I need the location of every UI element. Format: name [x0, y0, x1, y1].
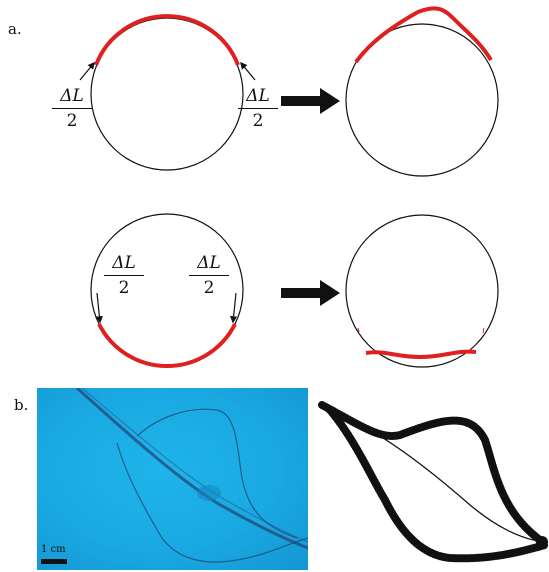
fraction-bar [189, 275, 229, 276]
delta-l-denominator: 2 [189, 280, 229, 297]
delta-l-denominator: 2 [238, 113, 278, 130]
big-arrow-bottom-shaft [281, 288, 321, 298]
big-arrow-bottom-head [320, 280, 340, 306]
fraction-bar [52, 108, 92, 109]
scale-bar [41, 559, 67, 564]
arrow-right-top [241, 63, 255, 80]
traced-curve-drawing [322, 405, 548, 558]
fraction-bar [104, 275, 144, 276]
big-arrow-top-head [320, 88, 340, 114]
circle-top-left [91, 18, 243, 170]
delta-l-half-label-bottom-left: ΔL 2 [104, 255, 144, 297]
big-arrow-top-shaft [281, 96, 321, 106]
arrow-left-top [80, 63, 94, 80]
scale-bar-label: 1 cm [41, 544, 66, 555]
arrow-right-bottom [233, 293, 236, 322]
circle-bottom-right [346, 215, 498, 367]
delta-l-half-label-bottom-right: ΔL 2 [189, 255, 229, 297]
delta-l-half-label-top-left: ΔL 2 [52, 88, 92, 130]
red-buckled-arc-top-right [356, 8, 491, 62]
arrow-left-bottom [97, 293, 100, 322]
red-arc-bottom-left [99, 324, 235, 366]
delta-l-numerator: ΔL [52, 88, 92, 105]
fraction-bar [238, 108, 278, 109]
photo-ribbon-lines [37, 388, 308, 570]
delta-l-numerator: ΔL [189, 255, 229, 272]
red-mark-right [483, 328, 484, 333]
delta-l-half-label-top-right: ΔL 2 [238, 88, 278, 130]
delta-l-numerator: ΔL [104, 255, 144, 272]
delta-l-denominator: 2 [52, 113, 92, 130]
photo-blue-ribbon: 1 cm [37, 388, 308, 570]
delta-l-numerator: ΔL [238, 88, 278, 105]
red-arc-top-left [96, 16, 238, 65]
delta-l-denominator: 2 [104, 280, 144, 297]
